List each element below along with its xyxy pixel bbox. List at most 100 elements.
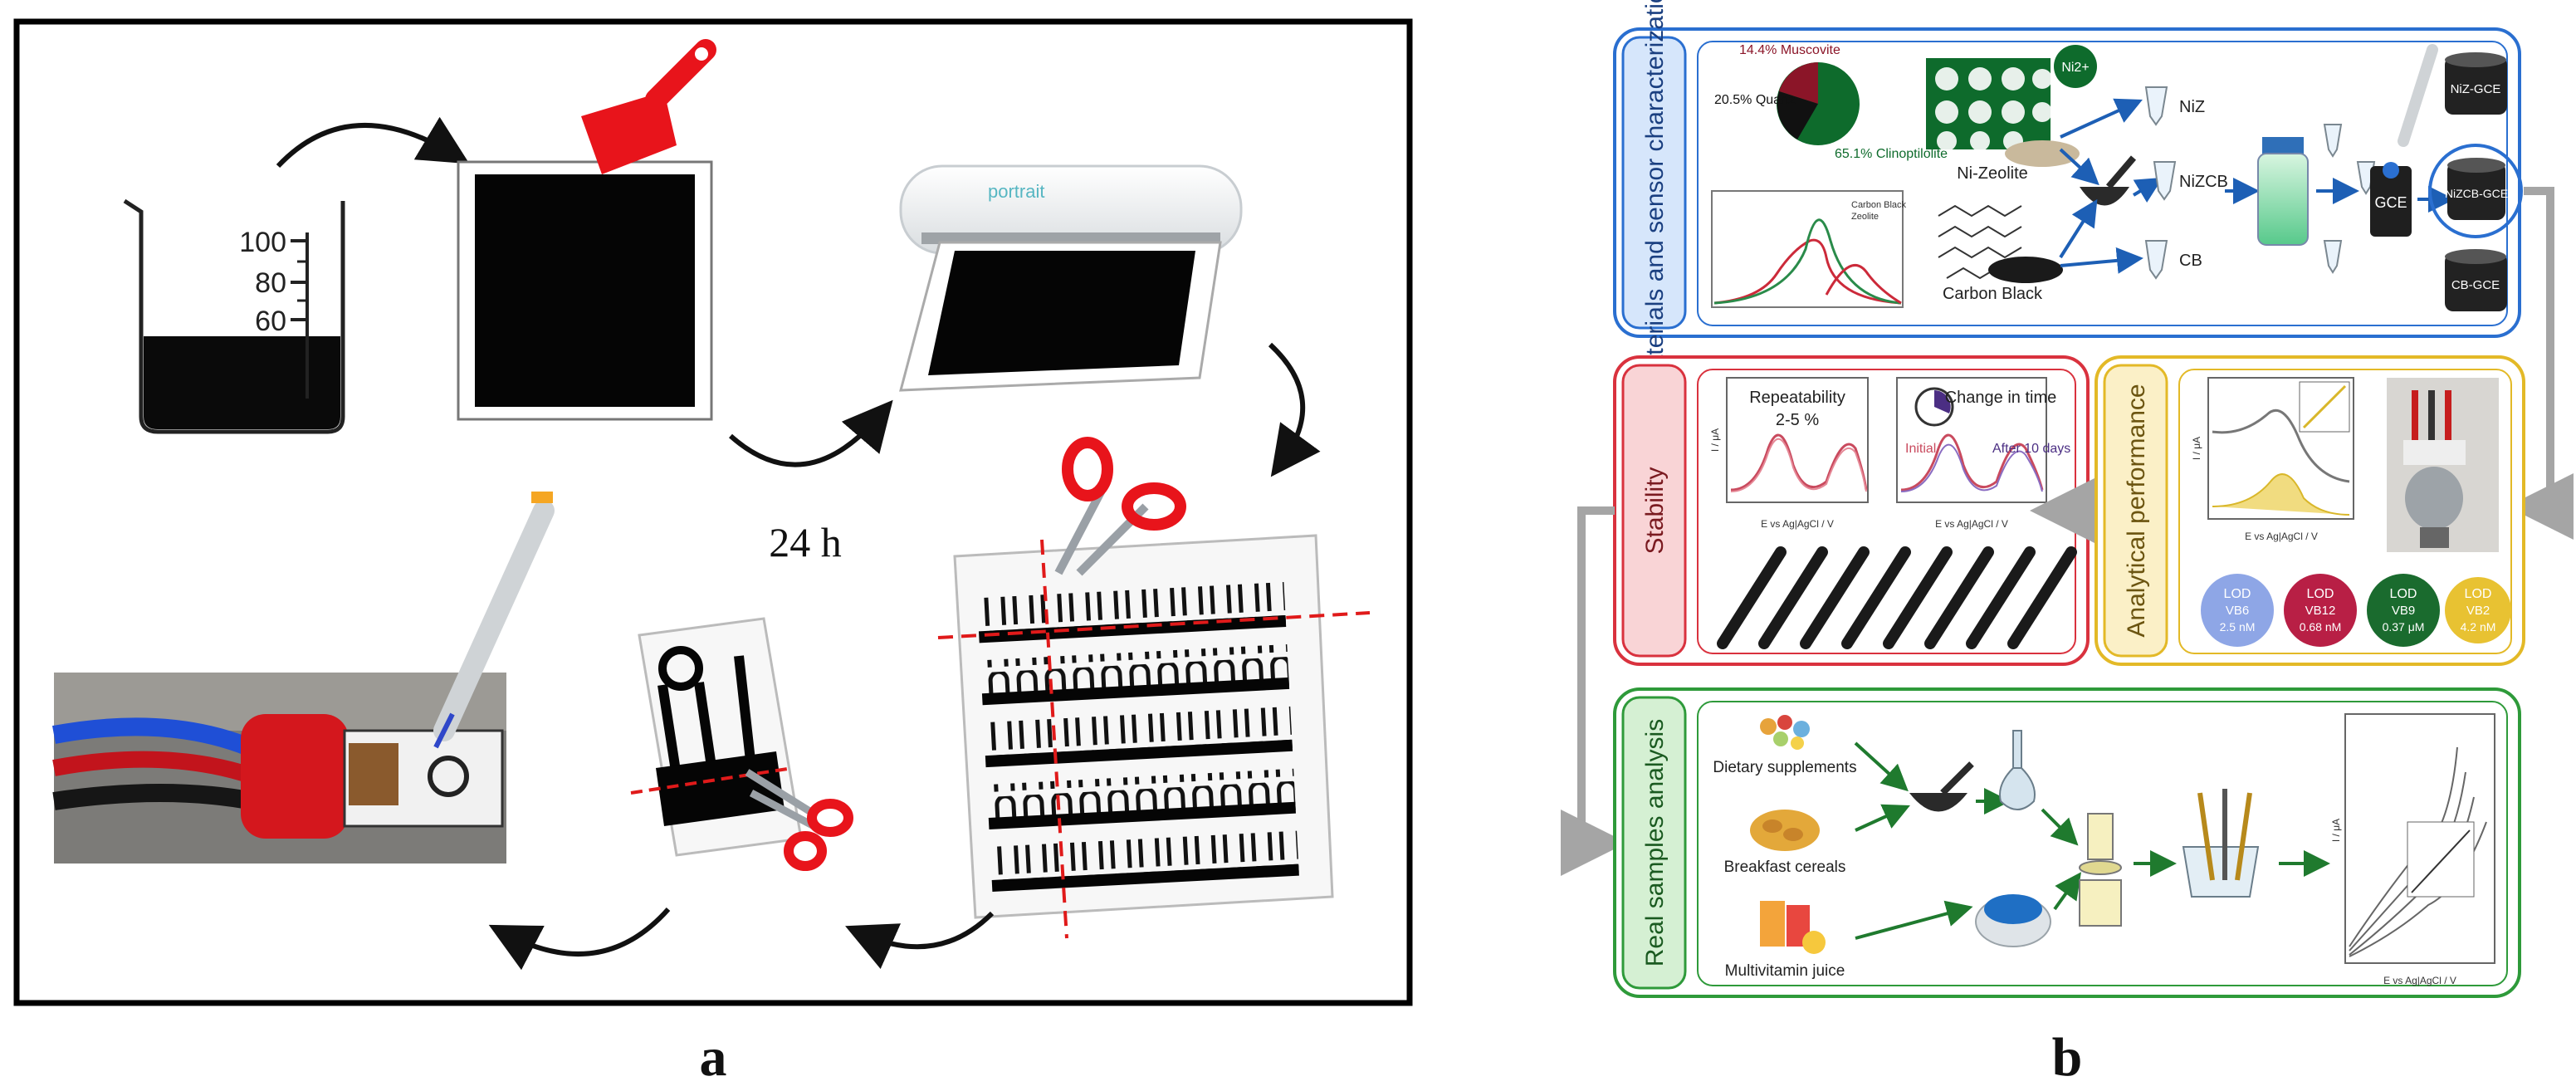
sample-tubes: NiZ NiZCB CB: [2144, 86, 2228, 280]
standard-addition-x-axis: E vs Ag|AgCl / V: [2383, 975, 2456, 986]
arrow-strip-to-setup: [488, 908, 671, 971]
voltammetry-chart: E vs Ag|AgCl / V I / μA: [2191, 377, 2354, 542]
lod-chip-vb2: LOD VB2 4.2 nM: [2445, 577, 2511, 643]
real-samples-section-title: Real samples analysis: [1641, 719, 1669, 966]
sample-label-juice: Multivitamin juice: [1725, 962, 1845, 980]
psd-legend-carbon: Carbon Black: [1851, 200, 1907, 210]
pie-label-quartz: 20.5% Quartz: [1714, 93, 1796, 107]
pie-label-clinoptilolite: 65.1% Clinoptilolite: [1835, 147, 1948, 161]
carbon-black-label: Carbon Black: [1943, 285, 2043, 303]
lod-chip-vb6: LOD VB6 2.5 nM: [2201, 574, 2274, 647]
lod-chip-vb2-value: 4.2 nM: [2461, 620, 2496, 634]
lod-chip-vb2-disc: [2445, 577, 2511, 643]
real-samples-tab: [1621, 696, 1687, 990]
materials-tab: [1621, 36, 1687, 330]
panel-b: Materials and sensor characterization 14…: [1561, 0, 2574, 1088]
arrow-printer-to-array: [1268, 342, 1321, 477]
lod-chip-vb12-disc: [2284, 574, 2357, 647]
arrow-carbon-to-mortar: [2059, 198, 2098, 259]
after-label: After 10 days: [1992, 442, 2070, 456]
lod-chip-vb12-title: LOD: [2307, 587, 2334, 601]
drying-time-label: 24 h: [769, 519, 842, 565]
scissors-icon: [745, 769, 853, 871]
centrifuge-icon: [1975, 894, 2051, 947]
arrow-mortar-to-nizcb: [2132, 177, 2163, 203]
lod-chip-vb6-title: LOD: [2224, 587, 2251, 601]
mineral-pie-chart: 14.4% Muscovite 20.5% Quartz 65.1% Clino…: [1714, 43, 1948, 161]
sample-label-cereals: Breakfast cereals: [1724, 859, 1846, 876]
initial-label: Initial: [1905, 442, 1936, 456]
tube-label-cb: CB: [2179, 252, 2202, 270]
lod-chip-vb2-analyte: VB2: [2466, 604, 2490, 618]
printer-icon: portrait: [899, 164, 1243, 392]
lod-chip-vb6-value: 2.5 nM: [2220, 620, 2256, 634]
syringe-filter-icon: [2079, 813, 2122, 927]
beaker-tick-100: 100: [239, 227, 286, 258]
materials-section-title: Materials and sensor characterization: [1641, 0, 1669, 389]
change-x-axis: E vs Ag|AgCl / V: [1935, 518, 2008, 530]
arrow-centrifuge-to-syringe: [2053, 872, 2081, 911]
stability-section-title: Stability: [1641, 467, 1669, 554]
mortar-icon: [1909, 761, 1974, 812]
arrow-zeolite-to-mortar: [2059, 148, 2099, 186]
beaker-tick-80: 80: [255, 267, 286, 299]
lod-chip-vb9-value: 0.37 μM: [2383, 620, 2425, 634]
arrow-supplements-to-mortar: [1854, 741, 1909, 792]
repeatability-x-axis: E vs Ag|AgCl / V: [1761, 518, 1834, 530]
lod-chip-vb9-disc: [2367, 574, 2440, 647]
arrow-flask-to-syringe: [2041, 808, 2079, 846]
electrochemical-cell-photo: [2387, 378, 2499, 552]
lod-chip-vb2-title: LOD: [2465, 587, 2492, 601]
change-in-time-chart: Change in time Initial After 10 days E v…: [1896, 377, 2070, 530]
electrode-niz-gce: NiZ-GCE: [2451, 82, 2501, 96]
flow-connector-stability-real: [1561, 506, 1627, 876]
electrochemical-cell-icon: [2182, 789, 2260, 898]
gce-electrode: GCE: [2370, 44, 2438, 237]
lod-chip-vb6-analyte: VB6: [2226, 604, 2249, 618]
voltammetry-x-axis: E vs Ag|AgCl / V: [2245, 531, 2318, 542]
repeatability-value: 2-5 %: [1776, 411, 1819, 429]
measurement-setup-photo: [51, 673, 506, 864]
sample-label-dietary: Dietary supplements: [1713, 759, 1856, 776]
ni-ion-label: Ni2+: [2061, 61, 2089, 75]
flow-connector-materials-analytical: [2507, 187, 2574, 540]
lod-chip-vb9-analyte: VB9: [2392, 604, 2415, 618]
panel-b-letter: b: [2052, 1027, 2083, 1088]
gce-label: GCE: [2374, 194, 2407, 211]
beaker-icon: 100 80 60: [123, 198, 345, 434]
lod-chip-vb12-value: 0.68 nM: [2300, 620, 2342, 634]
sample-dietary-supplements: Dietary supplements: [1713, 715, 1857, 776]
analytical-tab: [2103, 364, 2168, 658]
voltammetry-y-axis: I / μA: [2191, 437, 2202, 460]
lod-chips: LOD VB6 2.5 nM LOD VB12 0.68 nM LOD VB9 …: [2201, 574, 2511, 647]
lod-chip-vb9: LOD VB9 0.37 μM: [2367, 574, 2440, 647]
lod-chip-vb9-title: LOD: [2390, 587, 2417, 601]
electrode-nizcb-gce: NiZCB-GCE: [2445, 187, 2508, 200]
lod-chip-vb6-disc: [2201, 574, 2274, 647]
volumetric-flask-icon: [1999, 730, 2036, 810]
psd-legend-zeolite: Zeolite: [1851, 212, 1879, 222]
electrode-cb-gce: CB-GCE: [2451, 278, 2500, 292]
repeatability-chart: Repeatability 2-5 % E vs Ag|AgCl / V I /…: [1709, 377, 1869, 530]
pipette-icon: [433, 492, 555, 749]
arrow-carbon-to-cb: [2060, 247, 2143, 274]
lod-chip-vb12-analyte: VB12: [2305, 604, 2336, 618]
particle-size-chart: Carbon Black Zeolite: [1711, 190, 1907, 308]
pie-label-muscovite: 14.4% Muscovite: [1739, 43, 1840, 57]
modification-tubes: [2323, 124, 2376, 274]
beaker-tick-60: 60: [255, 306, 286, 337]
tube-label-nizcb: NiZCB: [2179, 173, 2228, 191]
dispersion-vial: [2257, 137, 2309, 246]
panel-a: 100 80 60 24 h portrait: [13, 18, 1413, 1088]
tube-label-niz: NiZ: [2179, 98, 2205, 116]
repeatability-title: Repeatability: [1749, 389, 1845, 407]
squeegee-icon: [581, 39, 716, 174]
scissors-icon: [1054, 437, 1186, 576]
analytical-section-title: Analytical performance: [2123, 384, 2150, 637]
sample-multivitamin-juice: Multivitamin juice: [1725, 901, 1845, 980]
panel-a-letter: a: [700, 1027, 727, 1088]
zeolite-structure: Ni2+ Ni-Zeolite: [1926, 45, 2097, 183]
arrow-juice-to-centrifuge: [1855, 900, 1973, 940]
standard-addition-chart: E vs Ag|AgCl / V I / μA: [2330, 713, 2495, 986]
